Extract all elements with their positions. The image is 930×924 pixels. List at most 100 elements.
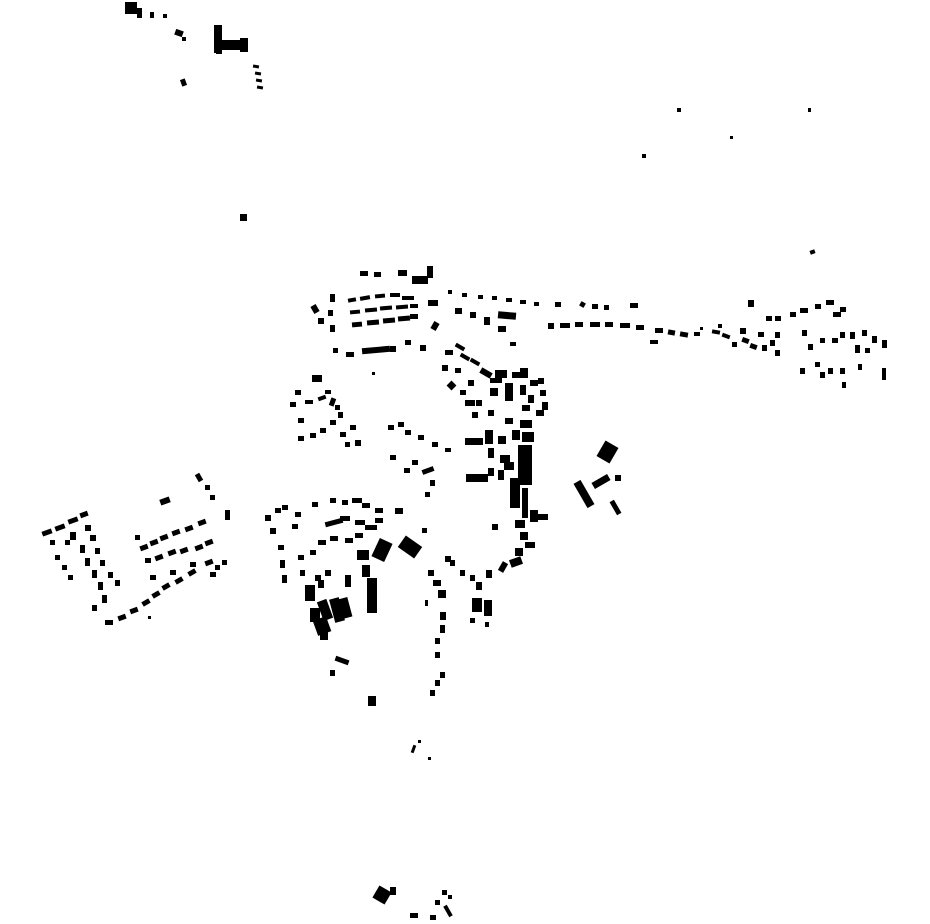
building-footprint (151, 590, 161, 599)
building-footprint (412, 460, 418, 465)
building-footprint (298, 555, 304, 560)
building-footprint (374, 272, 381, 277)
building-footprint (766, 316, 772, 321)
building-footprint (500, 455, 510, 463)
building-footprint (510, 478, 520, 508)
building-footprint (320, 632, 328, 640)
building-footprint (374, 293, 386, 299)
building-footprint (820, 338, 825, 343)
building-footprint (290, 402, 296, 407)
building-footprint (102, 595, 107, 603)
building-footprint (548, 323, 554, 329)
building-footprint (150, 575, 156, 580)
building-footprint (365, 525, 377, 530)
building-footprint (800, 308, 808, 313)
building-footprint (402, 296, 414, 300)
building-footprint (488, 410, 494, 416)
building-footprint (404, 468, 410, 473)
building-footprint (184, 524, 194, 533)
building-footprint (312, 616, 332, 636)
building-footprint (252, 64, 260, 69)
building-footprint (92, 570, 97, 578)
building-footprint (460, 390, 466, 395)
building-footprint (317, 394, 327, 402)
building-footprint (282, 505, 288, 510)
building-footprint (630, 303, 638, 308)
building-footprint (371, 537, 393, 563)
building-footprint (100, 560, 105, 566)
building-footprint (390, 293, 400, 297)
building-footprint (478, 295, 483, 299)
building-footprint (352, 498, 362, 503)
building-footprint (677, 108, 681, 112)
building-footprint (305, 400, 313, 404)
building-footprint (328, 397, 337, 407)
building-footprint (375, 508, 383, 513)
building-footprint (470, 575, 475, 581)
building-footprint (440, 612, 446, 620)
building-footprint (469, 357, 481, 367)
building-footprint (65, 540, 70, 545)
building-footprint (398, 422, 404, 427)
building-footprint (430, 915, 436, 920)
building-footprint (318, 580, 324, 588)
building-footprint (540, 390, 546, 396)
building-footprint (520, 368, 528, 378)
building-footprint (105, 620, 113, 625)
building-footprint (367, 578, 377, 613)
building-footprint (137, 8, 142, 18)
building-footprint (428, 570, 434, 576)
building-footprint (435, 638, 440, 644)
building-footprint (862, 330, 867, 336)
building-footprint (498, 436, 506, 444)
building-footprint (310, 304, 320, 314)
building-footprint (536, 410, 544, 416)
building-footprint (484, 317, 490, 325)
building-footprint (388, 425, 394, 430)
building-footprint (850, 332, 855, 339)
building-footprint (762, 345, 767, 351)
building-footprint (135, 535, 140, 540)
building-footprint (430, 480, 435, 486)
building-footprint (770, 340, 775, 346)
building-footprint (351, 321, 363, 328)
building-footprint (335, 405, 340, 410)
building-footprint (280, 560, 285, 568)
building-footprint (448, 290, 452, 294)
building-footprint (650, 340, 658, 344)
building-footprint (740, 328, 746, 334)
building-footprint (427, 266, 433, 278)
building-footprint (488, 468, 494, 476)
building-footprint (312, 502, 318, 507)
building-footprint (225, 510, 230, 520)
building-footprint (800, 368, 805, 374)
building-footprint (425, 600, 428, 606)
building-footprint (445, 448, 451, 452)
building-footprint (310, 608, 320, 622)
building-footprint (148, 616, 151, 619)
building-footprint (150, 12, 154, 18)
building-footprint (345, 442, 350, 447)
building-footprint (530, 510, 538, 522)
building-footprint (390, 346, 396, 352)
building-footprint (479, 367, 493, 379)
building-footprint (318, 318, 324, 324)
building-footprint (448, 895, 452, 899)
building-footprint (330, 325, 335, 332)
building-footprint (445, 556, 451, 562)
building-footprint (512, 372, 520, 378)
building-footprint (167, 548, 177, 557)
building-footprint (442, 890, 447, 895)
building-footprint (222, 560, 227, 565)
building-footprint (95, 548, 100, 554)
building-footprint (316, 598, 334, 622)
building-footprint (484, 600, 492, 616)
building-footprint (372, 372, 375, 375)
building-footprint (85, 558, 90, 566)
building-footprint (67, 516, 79, 525)
building-footprint (435, 900, 440, 905)
building-footprint (775, 350, 780, 356)
building-footprint (882, 368, 886, 380)
building-footprint (826, 300, 834, 305)
building-footprint (170, 570, 176, 575)
